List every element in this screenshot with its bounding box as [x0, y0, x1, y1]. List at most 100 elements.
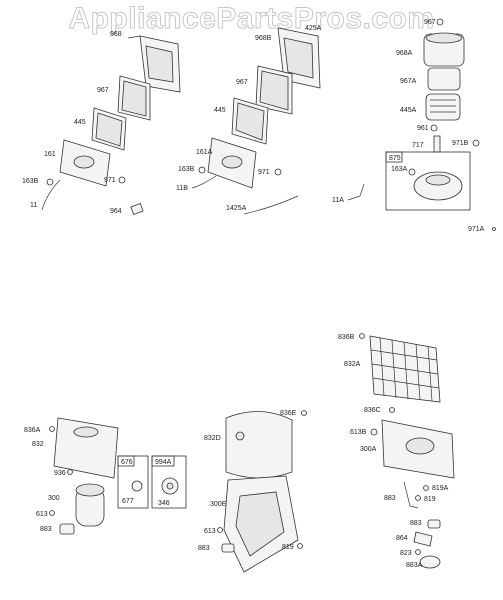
label-823: 823	[400, 550, 412, 557]
bracket-883-b	[427, 519, 441, 529]
label-445: 445	[74, 119, 86, 126]
muffler-832	[53, 417, 119, 479]
screw-613	[49, 510, 55, 516]
housing-300A	[381, 419, 455, 479]
label-11: 11	[30, 202, 37, 209]
label-971B: 971B	[452, 140, 469, 147]
label-677: 677	[122, 498, 134, 505]
label-346: 346	[158, 500, 170, 507]
watermark: AppliancePartsPros.com	[68, 2, 435, 36]
air-cleaner-cover-968	[127, 35, 181, 93]
cover-968A	[423, 32, 465, 67]
muffler-832D	[225, 411, 293, 479]
stud-717	[433, 135, 441, 153]
label-971A: 971A	[468, 226, 485, 233]
label-875: 875	[389, 155, 401, 162]
clamp-163B-b	[198, 166, 206, 174]
label-968A: 968A	[396, 50, 413, 57]
deflector-300E	[223, 475, 299, 573]
label-964: 964	[110, 208, 122, 215]
label-883-b: 883	[410, 520, 422, 527]
screw-836B	[359, 333, 365, 339]
tube-1425A	[243, 195, 299, 215]
label-836A: 836A	[24, 427, 41, 434]
label-832A: 832A	[344, 361, 361, 368]
air-filter-445-b	[231, 97, 269, 145]
air-filter-445	[91, 107, 127, 151]
clamp-163B	[46, 178, 54, 186]
label-968B: 968B	[255, 35, 272, 42]
pre-cleaner-967	[117, 75, 151, 121]
screw-936	[67, 469, 73, 475]
screw-836C	[389, 407, 395, 413]
label-883-d: 883	[198, 545, 210, 552]
label-445-b: 445	[214, 107, 226, 114]
screen-832A	[369, 335, 441, 403]
label-11B: 11B	[176, 185, 188, 192]
label-864: 864	[396, 535, 408, 542]
label-161A: 161A	[196, 149, 213, 156]
label-11A: 11A	[332, 197, 344, 204]
pre-cleaner-967-b	[255, 65, 293, 115]
label-717: 717	[412, 142, 424, 149]
muffler-300	[75, 483, 105, 527]
screw-971-b	[274, 168, 282, 176]
label-883: 883	[384, 495, 396, 502]
label-819A: 819A	[432, 485, 449, 492]
label-832: 832	[32, 441, 44, 448]
label-961: 961	[417, 125, 429, 132]
bracket-883-c	[221, 543, 235, 553]
kit-box-875	[385, 151, 471, 211]
label-967-b: 967	[236, 79, 248, 86]
label-613-b: 613	[204, 528, 216, 535]
label-676: 676	[121, 459, 133, 466]
label-613B: 613B	[350, 429, 367, 436]
hose-11	[41, 179, 61, 211]
screw-836E	[301, 410, 307, 416]
label-967: 967	[97, 87, 109, 94]
label-883A: 883A	[406, 562, 423, 569]
label-613: 613	[36, 511, 48, 518]
label-967A: 967A	[400, 78, 417, 85]
screw-613-b	[217, 527, 223, 533]
label-936: 936	[54, 470, 66, 477]
label-300E: 300E	[210, 501, 227, 508]
label-971-b: 971	[258, 169, 270, 176]
label-832D: 832D	[204, 435, 221, 442]
part-967-top	[436, 18, 444, 26]
elbow-11A	[347, 183, 365, 201]
seal-961	[430, 124, 438, 132]
pre-cleaner-967A	[427, 67, 461, 91]
label-1425A: 1425A	[226, 205, 247, 212]
label-836C: 836C	[364, 407, 381, 414]
base-161A	[207, 137, 257, 189]
label-994A: 994A	[155, 459, 172, 466]
filter-445A	[425, 93, 461, 121]
kit-box-994A	[151, 455, 187, 509]
screw-836A	[49, 426, 55, 432]
screw-971B	[472, 139, 480, 147]
kit-box-676	[117, 455, 149, 509]
bracket-883A	[419, 555, 441, 569]
label-161: 161	[44, 151, 56, 158]
screw-819	[297, 543, 303, 549]
label-163B-b: 163B	[178, 166, 195, 173]
plate-864	[413, 531, 433, 547]
base-161	[59, 139, 111, 187]
label-967-top: 967	[424, 19, 436, 26]
marker-971A	[492, 227, 496, 231]
hose-11B	[191, 175, 217, 189]
strap-883-819A	[403, 481, 429, 509]
label-836B: 836B	[338, 334, 355, 341]
label-968: 968	[110, 31, 122, 38]
label-971: 971	[104, 177, 116, 184]
screw-823	[415, 549, 421, 555]
label-300: 300	[48, 495, 60, 502]
screw-613B	[370, 428, 378, 436]
label-819: 819	[424, 496, 436, 503]
label-425A: 425A	[305, 25, 322, 32]
label-883-c: 883	[40, 526, 52, 533]
cap-964	[130, 203, 144, 215]
label-445A: 445A	[400, 107, 417, 114]
